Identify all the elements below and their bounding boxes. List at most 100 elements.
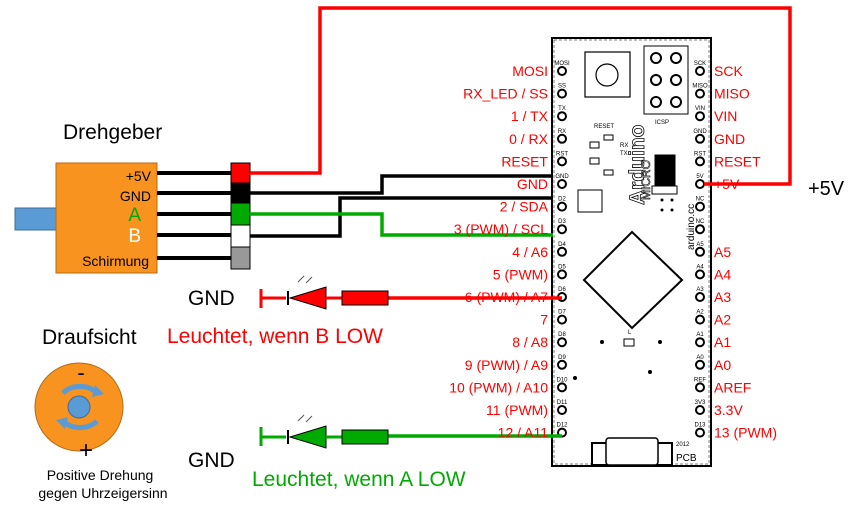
- pin-silk-right: MISO: [692, 84, 708, 90]
- pin-label-left: 9 (PWM) / A9: [465, 357, 548, 373]
- pin-left: [557, 111, 567, 122]
- wire-a: [250, 212, 553, 237]
- smd-part: [651, 185, 678, 195]
- pin-silk-left: RX: [558, 129, 566, 135]
- pin-right: [695, 133, 705, 144]
- pin-silk-left: D9: [558, 355, 566, 361]
- pin-right: [695, 292, 705, 302]
- l-led: [623, 338, 635, 347]
- pin-silk-right: VIN: [695, 106, 705, 112]
- left-pin-header: MOSISSTXRXRSTGNDD2D3D4D5D6D7D8D9D10D11D1…: [554, 61, 570, 438]
- led-red-caption: Leuchtet, wenn B LOW: [167, 325, 383, 348]
- top-view-minus: -: [77, 360, 84, 385]
- pin-label-left: 1 / TX: [511, 108, 549, 124]
- pin-right: [695, 111, 705, 122]
- led-red-gnd-label: GND: [188, 287, 235, 310]
- encoder-body: [55, 162, 158, 274]
- led-green-assembly: GND Leuchtet, wenn A LOW: [188, 414, 466, 491]
- pin-right: [695, 224, 705, 235]
- led-green-caption: Leuchtet, wenn A LOW: [252, 468, 466, 491]
- pin-label-left: 11 (PWM): [486, 402, 548, 418]
- pin-label-right: RESET: [714, 153, 761, 169]
- pin-label-left: GND: [517, 176, 548, 192]
- pin-right: [695, 179, 705, 189]
- pin-left: [557, 66, 567, 76]
- pin-silk-left: TX: [558, 106, 566, 112]
- pin-silk-left: D12: [556, 423, 568, 429]
- wire-shield: [250, 196, 553, 238]
- pin-label-right: 13 (PWM): [714, 425, 777, 441]
- top-view-caption-1: Positive Drehung: [47, 467, 154, 483]
- pin-silk-left: D2: [558, 197, 566, 203]
- pin-silk-left: GND: [555, 174, 569, 180]
- pin-silk-right: SCK: [694, 61, 706, 67]
- pin-silk-left: D3: [558, 219, 566, 225]
- encoder-shaft: [14, 207, 58, 231]
- pin-label-left: 2 / SDA: [500, 199, 549, 215]
- pin-silk-left: D11: [557, 400, 568, 406]
- reset-silk: RESET: [594, 124, 614, 130]
- pin-label-left: 5 (PWM): [493, 266, 548, 282]
- wire-5v: [250, 6, 792, 186]
- reset-button-knob: [595, 63, 619, 87]
- pin-label-left: 0 / RX: [509, 131, 549, 147]
- tx-silk: TX: [620, 151, 628, 157]
- top-view-shaft: [67, 395, 91, 419]
- encoder-pin-gnd: GND: [120, 188, 151, 204]
- pin-right: [695, 201, 705, 212]
- pin-label-left: 10 (PWM) / A10: [449, 379, 548, 395]
- pin-left: [557, 337, 567, 348]
- pin-left: [557, 156, 567, 167]
- pin-left: [557, 201, 567, 212]
- top-view-title: Draufsicht: [42, 326, 137, 349]
- smd-chip: [577, 189, 603, 213]
- led-green: [288, 425, 327, 449]
- pin-left: [557, 382, 567, 393]
- tx-led: [589, 141, 600, 149]
- pin-left: [557, 314, 567, 325]
- pin-silk-right: A1: [696, 332, 704, 338]
- pin-label-right: 3.3V: [714, 402, 743, 418]
- pin-silk-right: RST: [694, 151, 706, 157]
- pin-label-left: 7: [540, 312, 548, 328]
- pin-label-right: SCK: [714, 63, 743, 79]
- wire-gnd: [250, 174, 553, 195]
- pin-left: [557, 179, 567, 189]
- smd-part: [603, 169, 614, 176]
- pin-right: [695, 66, 705, 76]
- pin-label-left: 12 / A11: [498, 425, 549, 441]
- encoder-leads: [157, 171, 231, 260]
- pin-right: [695, 405, 705, 415]
- icsp-header: [643, 45, 689, 115]
- pin-label-left: RESET: [501, 153, 548, 169]
- pin-silk-right: A4: [696, 264, 704, 270]
- pin-silk-right: GND: [693, 129, 707, 135]
- encoder-pin-a: A: [128, 205, 141, 226]
- pin-silk-left: MOSI: [554, 61, 570, 67]
- pin-label-right: A1: [714, 334, 731, 350]
- pin-label-left: 4 / A6: [512, 244, 548, 260]
- pin-label-left: MOSI: [512, 63, 548, 79]
- arduino-board: RESET ICSP RX TX Arduino MICRO arduino.c…: [551, 37, 712, 467]
- led-green-gnd-label: GND: [188, 449, 235, 472]
- pin-right: [695, 382, 705, 393]
- pin-silk-right: 3V3: [695, 400, 706, 406]
- pin-silk-right: NC: [696, 197, 705, 203]
- pin-right: [695, 427, 705, 438]
- pin-label-left: 3 (PWM) / SCL: [454, 221, 548, 237]
- pin-silk-right: A2: [696, 310, 704, 316]
- encoder-connector: [230, 162, 251, 270]
- board-url: arduino.cc: [686, 204, 697, 250]
- pin-label-left: 6 (PWM) / A7: [465, 289, 548, 305]
- pin-right: [695, 88, 705, 99]
- pin-label-right: A0: [714, 357, 731, 373]
- encoder-pin-shield: Schirmung: [82, 253, 149, 269]
- rx-silk: RX: [620, 143, 628, 149]
- l-led-silk: L: [628, 330, 632, 336]
- pin-silk-left: D5: [558, 264, 566, 270]
- pin-left: [557, 88, 567, 99]
- pin-left: [557, 269, 567, 280]
- pin-silk-left: RST: [556, 151, 568, 157]
- board-model: MICRO: [639, 160, 653, 200]
